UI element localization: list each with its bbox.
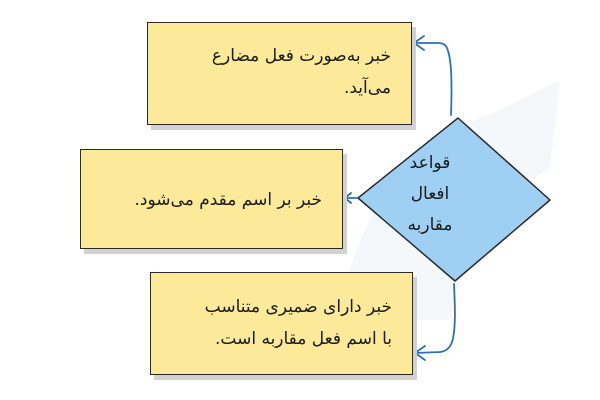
arrow-head-box-2 [344, 192, 352, 204]
rule-box-2-line-1: خبر بر اسم مقدم می‌شود. [134, 190, 322, 210]
arrow-to-box-3 [415, 283, 456, 354]
rule-box-3-line-2: با اسم فعل مقاربه است. [214, 329, 392, 349]
rule-box-predicate-first: خبر بر اسم مقدم می‌شود. [80, 149, 343, 249]
arrow-to-box-1 [414, 42, 453, 116]
center-label: قواعد افعال مقاربه [380, 148, 480, 241]
arrow-head-box-1 [413, 35, 425, 51]
center-label-line-2: افعال [410, 184, 450, 204]
rule-box-present-tense: خبر به‌صورت فعل مضارع می‌آید. [147, 22, 412, 125]
rule-box-1-line-1: خبر به‌صورت فعل مضارع [211, 46, 391, 66]
center-label-line-3: مقاربه [407, 215, 453, 235]
rule-box-pronoun-agreement: خبر دارای ضمیری متناسب با اسم فعل مقاربه… [150, 272, 413, 375]
center-label-line-1: قواعد [409, 153, 451, 173]
arrow-head-box-3 [414, 345, 426, 361]
rule-box-1-line-2: می‌آید. [343, 78, 391, 98]
rule-box-3-line-1: خبر دارای ضمیری متناسب [204, 297, 392, 317]
center-diamond [357, 117, 551, 282]
